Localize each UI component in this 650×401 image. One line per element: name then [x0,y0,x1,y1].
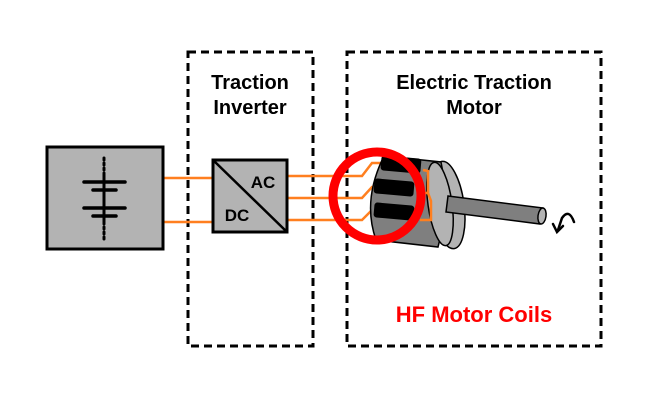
motor-title-line2: Motor [446,97,502,119]
inverter-title-line1: Traction [211,72,289,94]
motor-shaft-end [537,207,547,225]
motor-coil-c [373,202,415,221]
dc-ac-converter: AC DC [211,158,289,234]
motor-coil-b [373,178,415,197]
ac-wire-phase-a [287,161,382,178]
inverter-title-line2: Inverter [213,97,287,119]
rotation-arrow-icon [551,212,576,235]
motor [369,155,547,250]
battery [45,145,165,251]
converter-dc-label: DC [225,206,250,225]
inverter-group-box [186,50,315,348]
dc-wires [163,176,213,224]
converter-ac-label: AC [251,173,276,192]
motor-title-line1: Electric Traction [396,72,552,94]
hf-motor-coils-label: HF Motor Coils [396,302,552,327]
battery-icon [82,156,127,242]
hf-coils-highlight-ring [328,147,426,245]
converter-diagonal [212,159,288,233]
